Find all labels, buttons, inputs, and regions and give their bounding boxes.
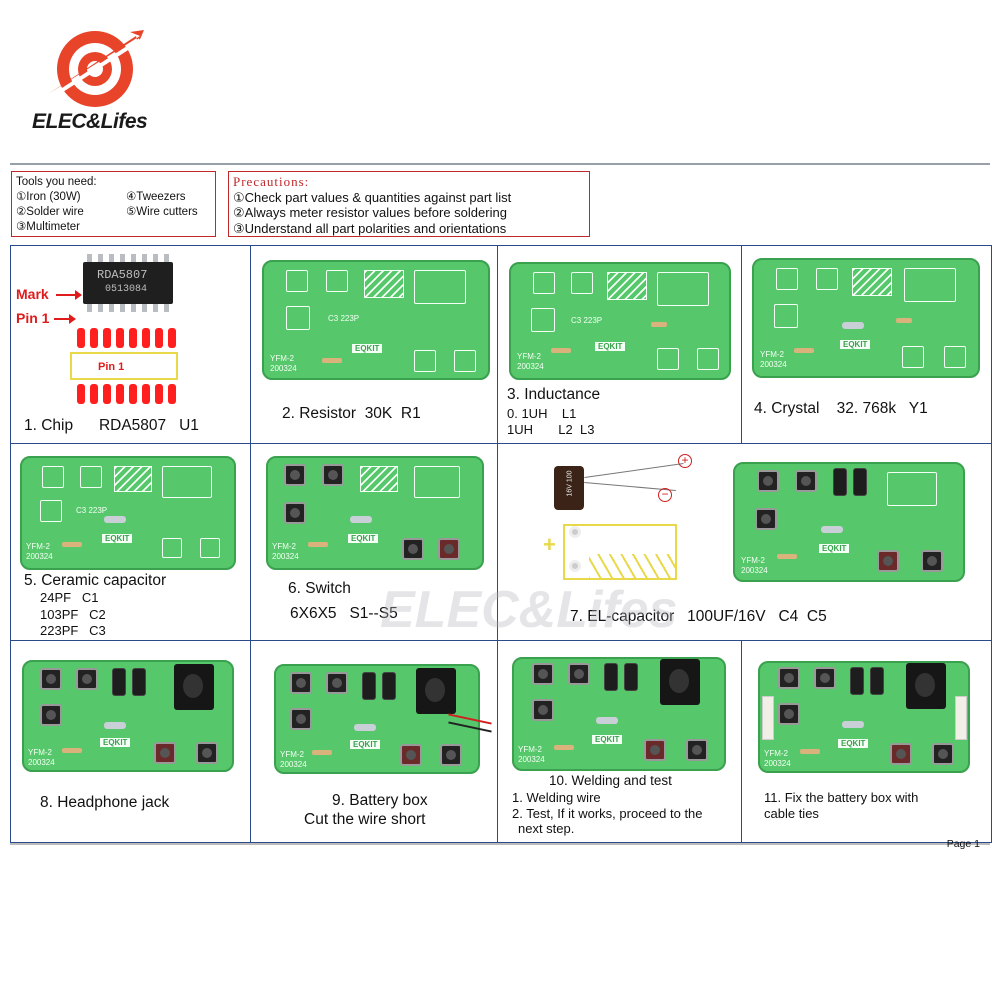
grid-line [250, 640, 251, 843]
step-3-line1: 0. 1UH L1 [507, 406, 577, 421]
el-capacitor-illustration: 16V 100 + − [548, 452, 692, 592]
precaution-item: ②Always meter resistor values before sol… [233, 205, 507, 220]
tool-item: ③Multimeter [16, 221, 80, 233]
cable-tie-right [955, 696, 967, 740]
mark-arrow [56, 290, 82, 300]
footprint-pin1-label: Pin 1 [98, 361, 125, 373]
grid-line [741, 640, 742, 843]
pcb-board-step7: EQKIT YFM-2 200324 [733, 462, 965, 582]
steps-grid [10, 245, 992, 843]
step-9-line1: 9. Battery box [332, 792, 428, 809]
grid-line [250, 245, 251, 641]
mark-label: Mark [16, 286, 49, 302]
precautions-box: Precautions: ①Check part values & quanti… [228, 171, 590, 237]
step-6-title: 6. Switch [288, 580, 351, 597]
pcb-board-step3: C3 223P EQKIT YFM-2 200324 [509, 262, 731, 380]
step-3-title: 3. Inductance [507, 386, 601, 403]
pcb-board-step5: C3 223P EQKIT YFM-2 200324 [20, 456, 236, 570]
el-capacitor: 16V 100 [554, 466, 584, 510]
pcb-board-step10: EQKIT YFM-2 200324 [512, 657, 726, 771]
tool-item: ⑤Wire cutters [126, 206, 198, 218]
precaution-item: ①Check part values & quantities against … [233, 189, 512, 205]
brand-name: ELEC&Lifes [32, 110, 148, 133]
tools-heading: Tools you need: [16, 176, 97, 188]
grid-line [10, 640, 992, 641]
step-10-line2: 2. Test, If it works, proceed to the [512, 806, 703, 821]
step-8-label: 8. Headphone jack [40, 794, 170, 811]
chip-footprint [70, 352, 178, 380]
grid-line [10, 443, 992, 444]
pcb-board-step8: EQKIT YFM-2 200324 [22, 660, 234, 772]
step-5-line3: 223PF C3 [40, 623, 106, 638]
grid-line [497, 245, 498, 843]
precautions-heading: Precautions: [233, 174, 310, 189]
pcb-board-step9: EQKIT YFM-2 200324 [274, 664, 480, 774]
tool-item: ②Solder wire [16, 206, 84, 218]
step-10-line1: 1. Welding wire [512, 790, 601, 805]
chip-code: 0513084 [105, 284, 148, 295]
footprint-pads-top [77, 328, 176, 348]
step-2-label: 2. Resistor 30K R1 [282, 405, 421, 422]
tools-box: Tools you need: ①Iron (30W) ④Tweezers ②S… [11, 171, 216, 237]
step-10-title: 10. Welding and test [549, 773, 672, 788]
pcb-board-step4: EQKIT YFM-2 200324 [752, 258, 980, 378]
pin1-arrow [54, 314, 76, 324]
minus-icon: − [658, 488, 672, 502]
precaution-item: ③Understand all part polarities and orie… [233, 220, 507, 236]
chip-label: RDA5807 [97, 268, 148, 282]
step-11-line2: cable ties [764, 806, 819, 821]
brand-logo: ELEC&Lifes [32, 24, 162, 134]
step-6-line1: 6X6X5 S1--S5 [290, 605, 398, 622]
step-1-label: 1. Chip RDA5807 U1 [24, 417, 199, 434]
plus-icon: + [678, 454, 692, 468]
cable-tie-left [762, 696, 774, 740]
el-capacitor-footprint: + [543, 522, 678, 582]
pcb-board-step11: EQKIT YFM-2 200324 [758, 661, 970, 773]
step-5-line1: 24PF C1 [40, 590, 99, 605]
tool-item: ④Tweezers [126, 191, 186, 203]
page-number: Page 1 [946, 838, 980, 850]
bottom-divider [10, 843, 990, 845]
step-5-title: 5. Ceramic capacitor [24, 572, 167, 589]
chip-rda5807: RDA5807 0513084 [83, 254, 173, 312]
top-divider [10, 163, 990, 165]
step-11-line1: 11. Fix the battery box with [764, 790, 919, 805]
pcb-board-step6: EQKIT YFM-2 200324 [266, 456, 484, 570]
step-3-line2: 1UH L2 L3 [507, 422, 595, 437]
tool-item: ①Iron (30W) [16, 191, 81, 203]
step-5-line2: 103PF C2 [40, 607, 106, 622]
brand-logo-icon [48, 30, 144, 107]
step-4-label: 4. Crystal 32. 768k Y1 [754, 400, 928, 417]
step-7-label: 7. EL-capacitor 100UF/16V C4 C5 [570, 608, 827, 625]
pin1-label: Pin 1 [16, 310, 50, 326]
step-9-line2: Cut the wire short [304, 811, 426, 828]
step-10-line3: next step. [518, 821, 575, 836]
grid-line [741, 245, 742, 444]
pcb-board-step2: C3 223P EQKIT YFM-2 200324 [262, 260, 490, 380]
footprint-pads-bottom [77, 384, 176, 404]
